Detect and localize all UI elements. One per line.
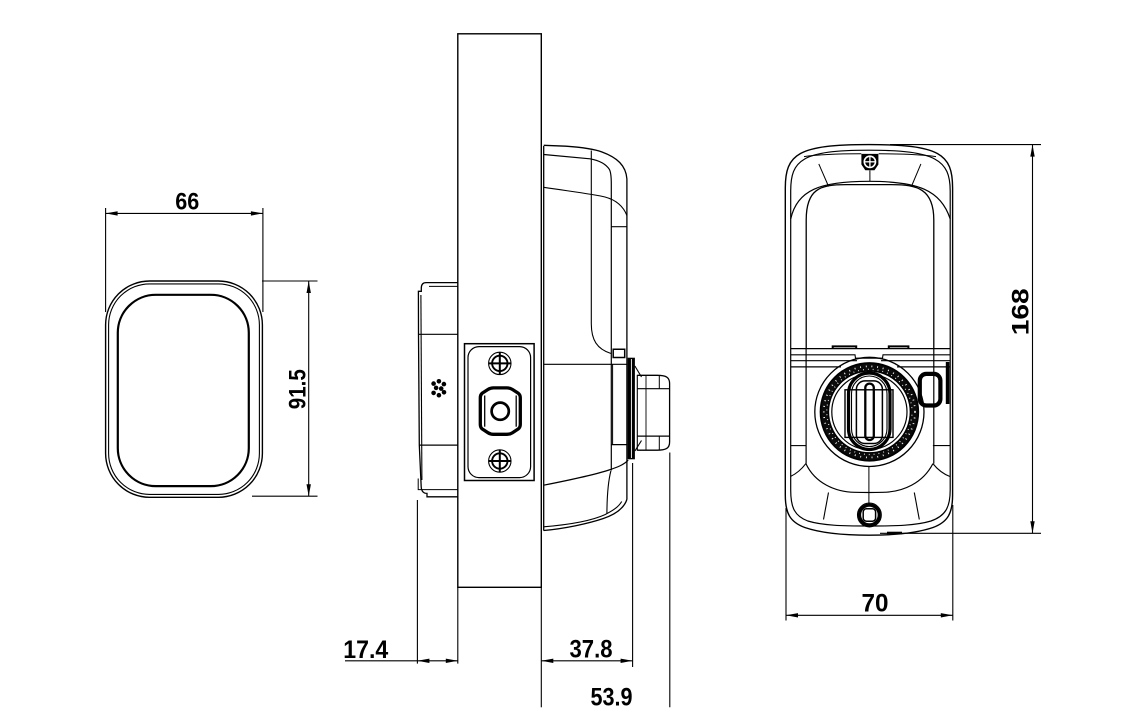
svg-text:17.4: 17.4: [343, 636, 388, 664]
svg-text:70: 70: [862, 590, 889, 618]
svg-text:91.5: 91.5: [285, 369, 312, 409]
svg-text:66: 66: [175, 188, 199, 215]
svg-text:53.9: 53.9: [591, 684, 633, 712]
svg-text:37.8: 37.8: [570, 636, 613, 664]
svg-text:168: 168: [1007, 288, 1034, 335]
